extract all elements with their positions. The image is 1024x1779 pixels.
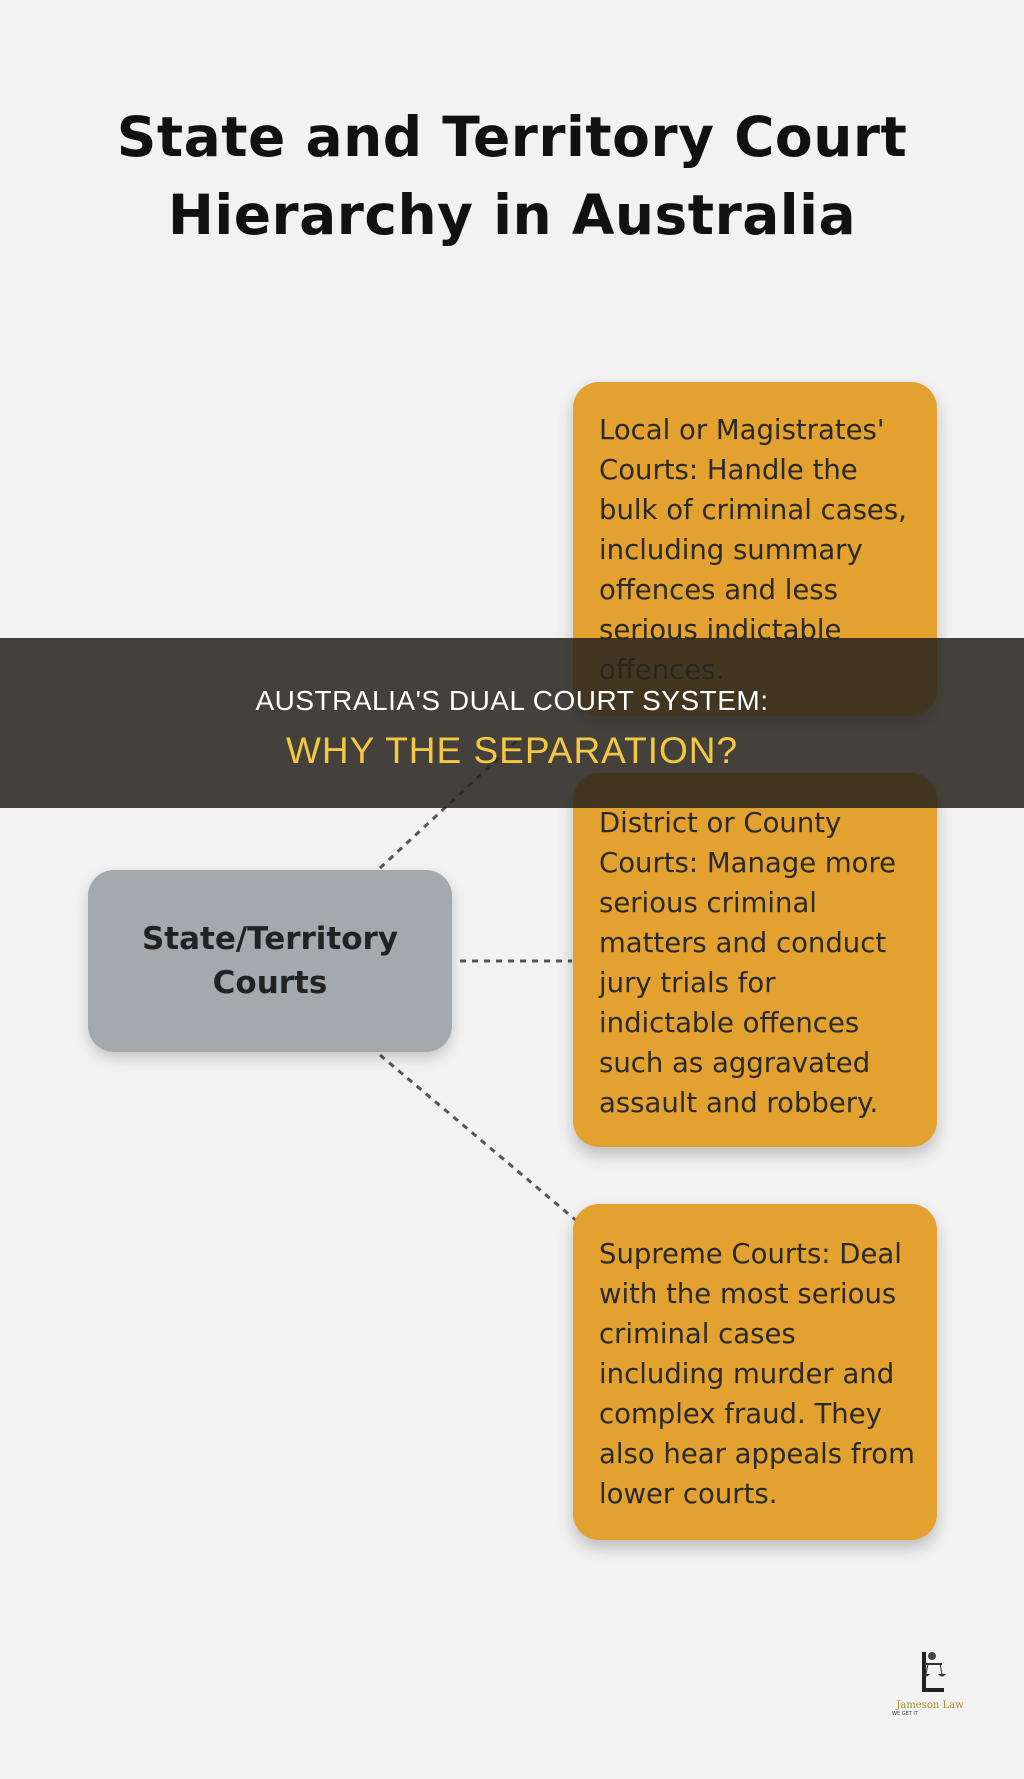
logo-name: Jameson Law [896,1700,964,1711]
jameson-law-logo: Jameson Law WE GET IT [880,1648,980,1718]
local-courts-text: Local or Magistrates' Courts: Handle the… [599,414,907,686]
logo-tagline: WE GET IT [892,1711,918,1717]
diagram-title-line1: State and Territory Court [116,105,908,169]
root-label-line2: Courts [212,965,328,1001]
supreme-courts-text: Supreme Courts: Deal with the most serio… [599,1238,915,1510]
root-box-label: State/Territory Courts [142,917,398,1005]
district-courts-text: District or County Courts: Manage more s… [599,807,897,1119]
banner-title-line1: AUSTRALIA'S DUAL COURT SYSTEM: [255,685,769,716]
banner-title-line2: WHY THE SEPARATION? [285,730,739,771]
article-title-banner: AUSTRALIA'S DUAL COURT SYSTEM: WHY THE S… [0,638,1024,808]
state-territory-courts-box: State/Territory Courts [88,870,452,1052]
diagram-title-line2: Hierarchy in Australia [167,183,857,247]
district-county-courts-box: District or County Courts: Manage more s… [573,773,937,1147]
diagram-title: State and Territory Court Hierarchy in A… [0,98,1024,254]
connector-to-supreme [379,1053,579,1224]
supreme-courts-box: Supreme Courts: Deal with the most serio… [573,1204,937,1540]
local-magistrates-courts-box: Local or Magistrates' Courts: Handle the… [573,382,937,716]
root-label-line1: State/Territory [141,921,399,957]
scales-of-justice-icon [922,1652,946,1692]
